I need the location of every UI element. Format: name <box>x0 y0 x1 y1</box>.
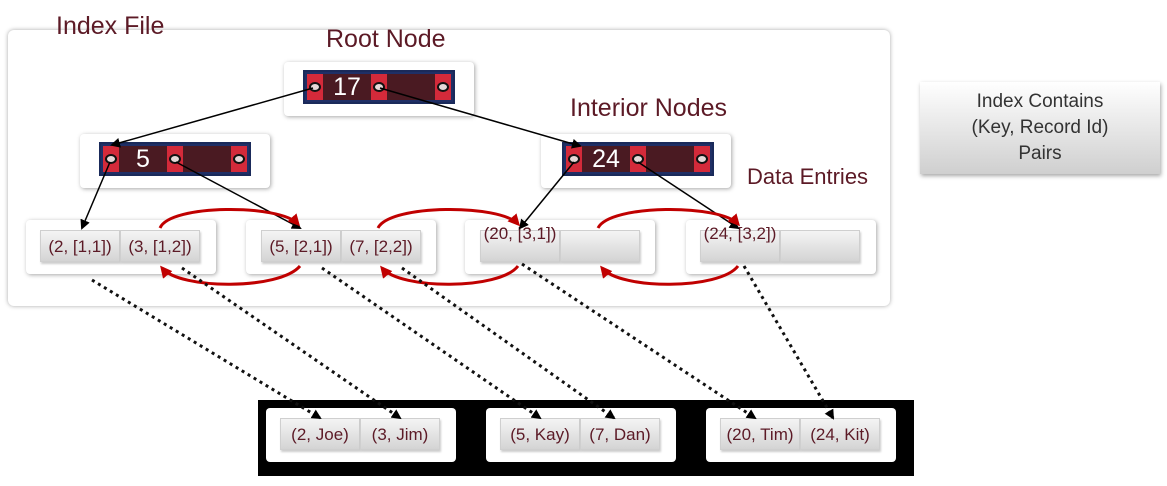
leaf-entry: (5, [2,1]) <box>261 230 341 262</box>
leaf-entry: (20, [3,1]) <box>483 224 557 243</box>
record-item: (24, Kit) <box>800 418 880 450</box>
leaf-entry-box <box>480 230 560 262</box>
interior-nodes-label: Interior Nodes <box>570 94 728 122</box>
record-item: (20, Tim) <box>720 418 800 450</box>
interior-key-right-empty <box>646 146 694 172</box>
pointer-icon <box>167 146 183 172</box>
root-node-label: Root Node <box>326 25 446 53</box>
record-item: (3, Jim) <box>360 418 440 450</box>
root-key: 17 <box>323 73 371 101</box>
pointer-icon <box>694 146 710 172</box>
root-key-empty <box>387 74 435 100</box>
leaf-entry-empty <box>560 230 640 262</box>
interior-key-right: 24 <box>582 145 630 173</box>
pointer-icon <box>566 146 582 172</box>
interior-node-left: 5 <box>99 142 251 176</box>
interior-key-left: 5 <box>119 145 167 173</box>
data-entries-label: Data Entries <box>747 164 869 189</box>
pointer-icon <box>371 74 387 100</box>
leaf-entry: (24, [3,2]) <box>703 224 777 243</box>
leaf-entry-empty <box>780 230 860 262</box>
interior-node-right: 24 <box>562 142 714 176</box>
record-item: (2, Joe) <box>280 418 360 450</box>
root-node: 17 <box>303 70 455 104</box>
legend-line: Index Contains <box>976 91 1104 112</box>
record-item: (7, Dan) <box>580 418 660 450</box>
interior-key-left-empty <box>183 146 231 172</box>
legend-line: Pairs <box>1018 143 1062 164</box>
leaf-entry-box <box>700 230 780 262</box>
index-file-label: Index File <box>56 12 165 40</box>
pointer-icon <box>630 146 646 172</box>
leaf-entry: (3, [1,2]) <box>120 230 200 262</box>
leaf-entry: (7, [2,2]) <box>341 230 421 262</box>
pointer-icon <box>231 146 247 172</box>
record-item: (5, Kay) <box>500 418 580 450</box>
legend-line: (Key, Record Id) <box>971 117 1109 138</box>
pointer-icon <box>103 146 119 172</box>
pointer-icon <box>435 74 451 100</box>
legend-box: Index Contains (Key, Record Id) Pairs <box>920 82 1160 174</box>
leaf-entry: (2, [1,1]) <box>40 230 120 262</box>
pointer-icon <box>307 74 323 100</box>
